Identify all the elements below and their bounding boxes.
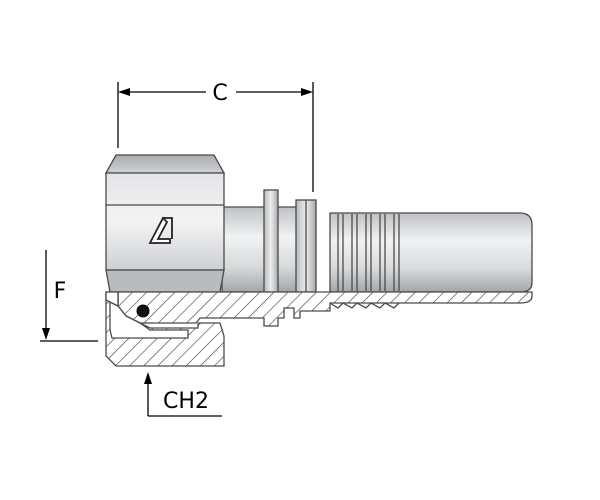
groove-ring: [263, 189, 279, 293]
fitting-exterior-view: [104, 154, 533, 293]
arrow-up-icon: [144, 372, 152, 384]
hex-nut-top-chamfer: [104, 154, 226, 174]
arrow-down-icon: [42, 328, 50, 340]
hex-nut-lower-chamfer: [105, 269, 225, 293]
dimension-c: C: [117, 81, 314, 192]
dimension-ch2: CH2: [144, 372, 222, 417]
dimension-c-label: C: [212, 81, 227, 106]
dimension-f: F: [40, 250, 98, 342]
o-ring: [136, 304, 150, 318]
shank-section-barbs: [329, 302, 400, 309]
shank-barbs: [337, 214, 400, 291]
nut-cavity-upper: [105, 291, 119, 308]
dimension-f-label: F: [54, 279, 67, 304]
arrow-right-icon: [301, 88, 313, 96]
fitting-section-view: [105, 291, 533, 367]
nut-cavity: [109, 300, 189, 339]
dimension-ch2-label: CH2: [163, 389, 209, 414]
arrow-left-icon: [118, 88, 130, 96]
shank-section: [117, 291, 533, 327]
shank-tail: [329, 212, 533, 293]
fitting-body: [221, 206, 301, 293]
brand-logo-icon: [148, 216, 173, 244]
